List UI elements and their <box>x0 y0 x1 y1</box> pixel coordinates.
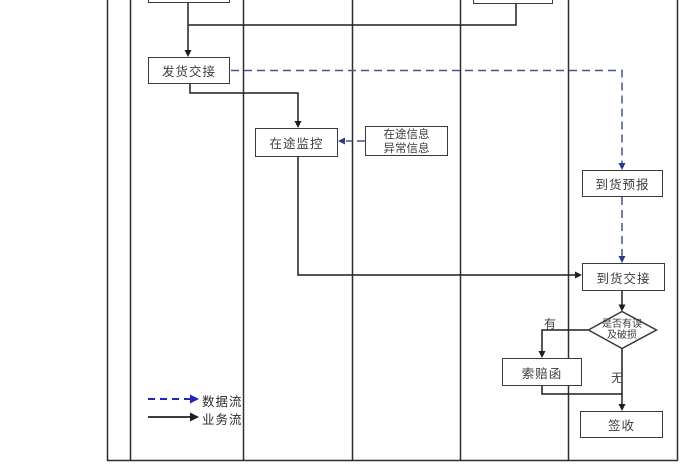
node-in-transit-info: 在途信息 异常信息 <box>365 126 448 156</box>
cut-off-box-left <box>148 0 230 3</box>
arrowhead-into-suopei <box>538 351 546 358</box>
decision-text-line1: 是否有误 <box>602 318 642 330</box>
in-transit-info-line2: 异常信息 <box>383 141 430 155</box>
swimlane-frame <box>106 0 679 462</box>
data-flow-lines <box>231 69 623 256</box>
node-arrival-forecast: 到货预报 <box>582 170 663 197</box>
arrowhead-into-yubao <box>618 163 626 170</box>
arrowhead-into-daohuojiaojie-top <box>618 256 626 263</box>
dashed-fahuo-to-yubao <box>231 69 623 163</box>
connector-suopei-merge <box>541 386 622 395</box>
decision-text-line2: 及破损 <box>607 330 637 341</box>
arrowhead-into-qianshou <box>618 404 626 411</box>
legend-arrows <box>148 394 199 422</box>
arrowhead-into-daohuojiaojie-left <box>575 271 582 279</box>
arrowhead-into-zaitu-right <box>338 137 345 145</box>
legend-label-business-flow: 业务流 <box>202 412 243 427</box>
connector-zaitu-to-daohuojiaojie <box>297 157 576 276</box>
node-sign-receipt: 签收 <box>580 411 663 438</box>
business-flow-arrowheads <box>184 50 626 411</box>
node-in-transit-monitoring: 在途监控 <box>255 128 338 157</box>
decision-diamond-shape <box>586 310 659 350</box>
connector-fahuo-to-zaitu <box>189 84 299 122</box>
cut-off-box-right <box>473 0 553 4</box>
arrowhead-into-decision <box>618 304 626 312</box>
in-transit-info-line1: 在途信息 <box>383 127 430 141</box>
connector-topright-merge <box>188 4 517 26</box>
legend-dashed-arrowhead <box>190 394 199 404</box>
decision-error-or-damage: 是否有误 及破损 <box>588 310 656 350</box>
branch-label-yes: 有 <box>544 317 557 331</box>
legend-solid-arrowhead <box>190 412 199 422</box>
business-flow-lines <box>187 3 623 405</box>
node-arrival-handover: 到货交接 <box>582 263 665 291</box>
arrowhead-into-fahuo <box>184 50 192 57</box>
node-shipping-handover: 发货交接 <box>148 57 230 84</box>
data-flow-arrowheads <box>338 137 626 263</box>
legend-label-data-flow: 数据流 <box>202 394 243 409</box>
arrowhead-into-zaitu <box>294 121 302 128</box>
node-claim-letter: 索赔函 <box>502 358 582 386</box>
connector-decision-yes-to-suopei <box>541 329 589 352</box>
branch-label-no: 无 <box>611 371 624 385</box>
